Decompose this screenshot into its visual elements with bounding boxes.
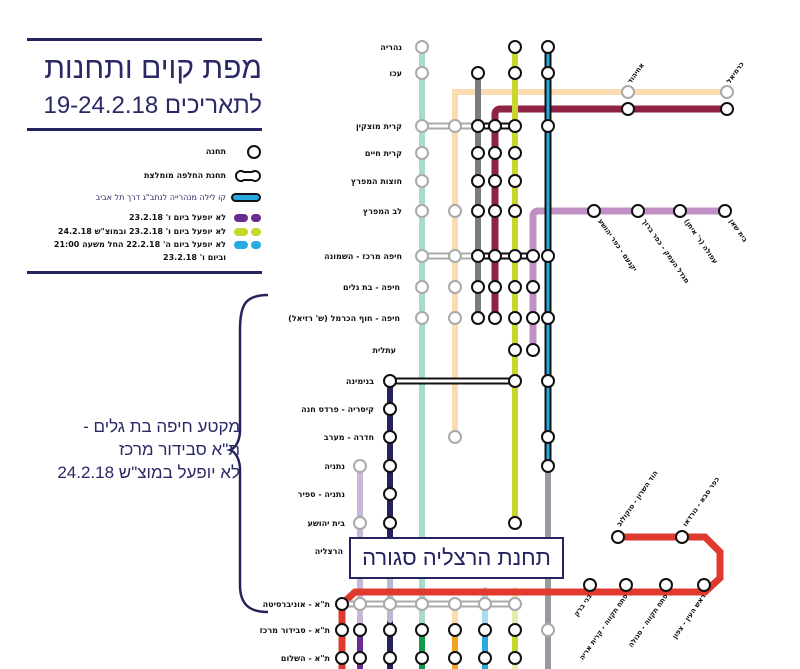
divider [27,128,262,131]
legend-interchange-icon [234,170,261,182]
legend-purple: לא יופעל ביום ו' 23.2.18 [128,213,226,222]
legend-lime: לא יופעל ביום ו' 23.2.18 ובמוצ"ש 24.2.18 [57,227,226,236]
legend-cyan-1: לא יופעל ביום ה' 22.2.18 החל משעה 21:00 [53,240,226,249]
station-label: חיפה מרכז - השמונה [324,252,402,261]
station-label: בית יהושע [308,519,346,528]
station-label: ת"א - סבידור מרכז [260,626,330,635]
page-title: מפת קוים ותחנות [44,52,262,85]
station-label: עתלית [373,346,396,355]
station-label: עכו [389,69,402,78]
station-label: מגדל העמק - כפר ברוך [640,218,690,285]
station-label: כרמיאל [725,60,746,85]
station-label: ת"א - השלום [281,654,330,663]
station-label: בני ברק [572,593,593,619]
station-label: פתח תקווה - סגולה [627,592,670,649]
station-label: ת"א - אוניברסיטה [263,600,330,609]
line-pink [529,207,729,354]
legend-purple-icon [234,214,248,222]
note-line: לא יופעל במוצ"ש 24.2.18 [57,463,240,482]
station-label: עפולה (ר' איתן) [682,218,719,266]
closure-note: מקטע חיפה בת גלים - ת"א סבידור מרכז לא י… [57,415,240,484]
station-label: נתניה [324,462,345,471]
station-label: יקנעם - כפר יהושע [596,218,638,274]
inactive-stations [353,40,734,637]
station-label: נתניה - ספיר [298,490,345,499]
divider [27,271,262,274]
station-label: בית שאן [727,218,749,244]
legend-cyan-icon [251,241,261,249]
legend-station-icon [247,145,261,159]
station-label: נהריה [380,43,402,52]
legend-interchange: תחנת החלפה מומלצת [143,171,226,180]
station-label: הוד השרון - סוקולוב [615,469,660,528]
divider [27,38,262,41]
legend-cyan-2: וביום ו' 23.2.18 [163,253,226,262]
station-label: הרצליה [315,547,343,556]
line-maroon [491,105,731,322]
station-label: חדרה - מערב [324,433,374,442]
legend-night-icon [231,193,261,202]
station-label: כפר סבא - נורדאו [681,476,721,529]
legend-lime-icon [234,228,248,236]
station-label: קרית חיים [365,149,402,158]
legend-lime-icon [251,228,261,236]
station-label: לב המפרץ [363,207,402,216]
brace [226,293,269,614]
station-label: אחיהוד [626,61,646,85]
note-line: ת"א סבידור מרכז [118,440,240,459]
station-label: קיסריה - פרדס חנה [301,405,374,414]
legend-night-line: קו לילה מנהרייה לנתב"ג דרך תל אביב [95,193,226,202]
station-label: חיפה - בת גלים [343,283,400,292]
station-label: חוצות המפרץ [351,177,402,186]
note-line: מקטע חיפה בת גלים - [83,417,240,436]
connectors [342,122,533,608]
station-label: חיפה - חוף הכרמל (ש' רזיאל) [288,314,400,323]
page-subtitle: לתאריכים 19-24.2.18 [43,92,262,119]
legend-station: תחנה [205,147,226,156]
herzliya-closed-notice: תחנת הרצליה סגורה [349,537,564,579]
active-stations [335,40,734,665]
station-label: בנימינה [346,377,374,386]
legend-cyan-icon [234,241,248,249]
station-label: קרית מוצקין [356,122,402,131]
legend-purple-icon [251,214,261,222]
station-label: ראש העין - צפון [671,593,708,641]
